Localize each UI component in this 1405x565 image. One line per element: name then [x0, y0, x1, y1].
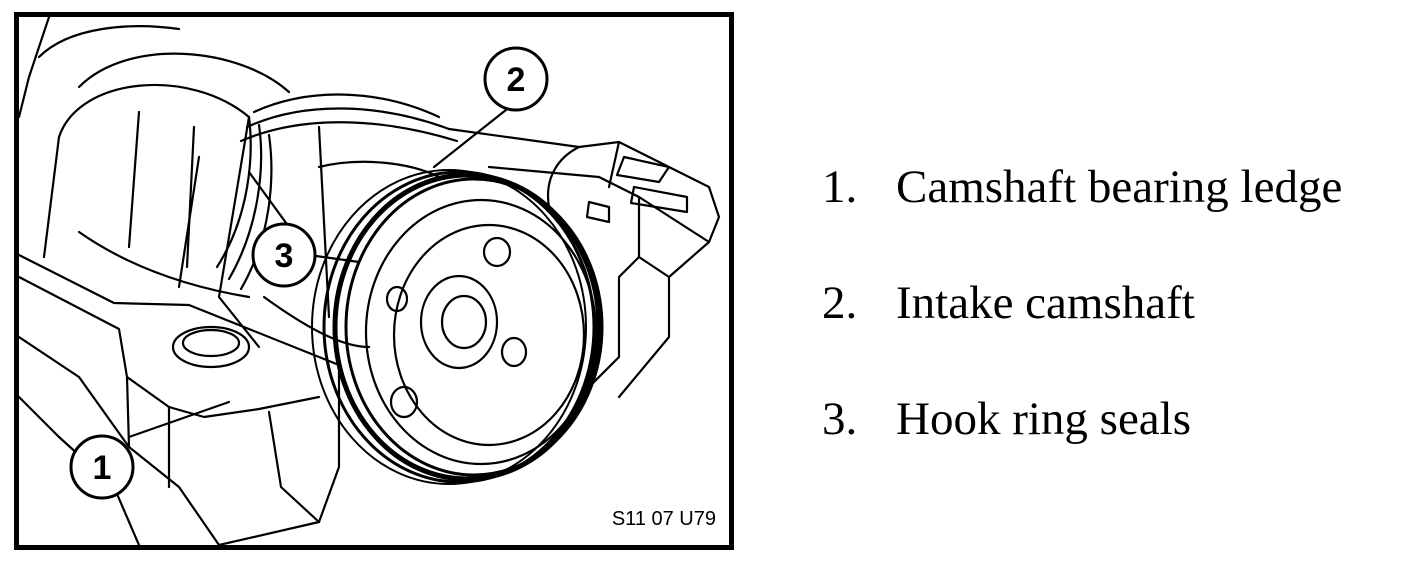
- callout-3: 3: [251, 222, 317, 288]
- legend-label: Camshaft bearing ledge: [896, 161, 1343, 213]
- legend-label: Hook ring seals: [896, 393, 1192, 445]
- camshaft-illustration: 1 2 3 S11 07 U79: [19, 17, 721, 545]
- callout-1: 1: [69, 434, 135, 500]
- figure-frame: 1 2 3 S11 07 U79: [14, 12, 734, 550]
- camshaft-drawing: [19, 17, 721, 399]
- callout-1-label: 1: [93, 449, 112, 487]
- legend-number: 3.: [822, 393, 858, 445]
- callout-2-label: 2: [507, 61, 526, 99]
- legend-label: Intake camshaft: [896, 277, 1195, 329]
- callout-3-label: 3: [275, 237, 294, 275]
- legend-number: 1.: [822, 161, 858, 213]
- seal-rings-drawing: [311, 169, 604, 485]
- figure-code: S11 07 U79: [612, 508, 716, 530]
- callout-2: 2: [483, 46, 549, 112]
- bearing-ledge-drawing: [19, 253, 341, 545]
- legend-number: 2.: [822, 277, 858, 329]
